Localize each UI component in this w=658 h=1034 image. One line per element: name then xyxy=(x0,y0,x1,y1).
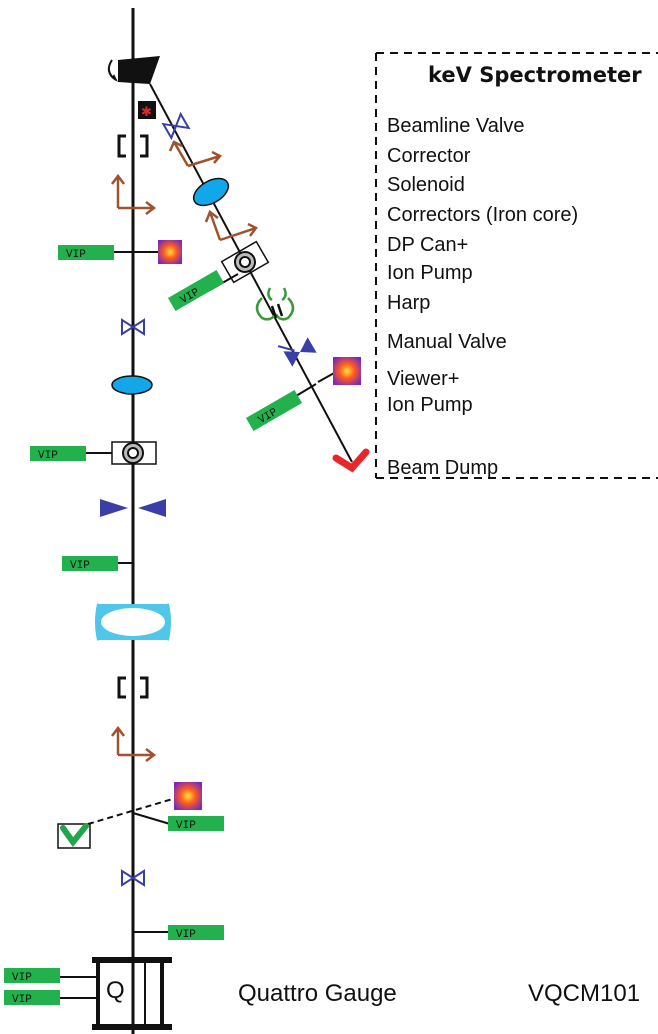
vip-tag-diag-2: VIP xyxy=(246,390,302,431)
vip-label: VIP xyxy=(176,929,196,941)
lower-dump-box xyxy=(57,823,91,849)
viewer-icon-2 xyxy=(333,357,361,385)
main-manual-valve-icon xyxy=(100,499,166,517)
diag-ion-pump-icon xyxy=(220,240,270,284)
legend-item-ion-pump: Ion Pump xyxy=(387,262,473,284)
legend-item-viewer: Viewer+ xyxy=(387,368,459,390)
diag-solenoid-icon xyxy=(192,177,230,207)
beam-dump-icon xyxy=(332,448,370,473)
quattro-gauge: Q xyxy=(92,957,172,1030)
iron-core-corrector-icon xyxy=(92,603,174,641)
lower-dump-check-icon xyxy=(60,823,89,847)
diag-beamline-valve-icon xyxy=(161,111,191,141)
corrector-bracket-icon-2 xyxy=(117,676,149,699)
vip-tag-5: VIP xyxy=(168,925,224,941)
corrector-arrows-icon-3 xyxy=(204,210,258,242)
legend-title: keV Spectrometer xyxy=(428,63,642,87)
svg-text:✱: ✱ xyxy=(141,105,152,120)
corrector-arrows-icon-4 xyxy=(111,725,157,762)
vip-label: VIP xyxy=(176,820,196,832)
legend-item-correctors-iron: Correctors (Iron core) xyxy=(387,204,578,226)
quattro-label: Quattro Gauge xyxy=(238,980,397,1007)
legend-box: keV Spectrometer Beamline Valve Correcto… xyxy=(375,52,658,479)
legend-item-beamline-valve: Beamline Valve xyxy=(387,115,524,137)
vip-tag-1: VIP xyxy=(58,245,114,261)
harp-marker-icon xyxy=(138,101,156,119)
vip-tag-3: VIP xyxy=(62,556,118,572)
diag-manual-valve-icon xyxy=(277,337,317,367)
quattro-letter: Q xyxy=(106,977,125,1004)
corrector-bracket-icon-1 xyxy=(117,134,149,158)
main-beamline-valve-icon-1 xyxy=(121,318,145,336)
vip-tag-7: VIP xyxy=(4,990,60,1006)
vip-tag-6: VIP xyxy=(4,968,60,984)
dipole-magnet-icon xyxy=(118,56,160,84)
vip-label: VIP xyxy=(66,249,86,261)
legend-item-solenoid: Solenoid xyxy=(387,174,465,196)
main-beamline-valve-icon-2 xyxy=(121,869,145,887)
corrector-arrows-icon-2 xyxy=(168,140,222,168)
vip-label: VIP xyxy=(12,972,32,984)
vip-label: VIP xyxy=(38,450,58,462)
corrector-arrows-icon-1 xyxy=(111,173,157,215)
vip-label: VIP xyxy=(12,994,32,1006)
viewer-icon-3 xyxy=(174,782,202,810)
legend-item-harp: Harp xyxy=(387,292,430,314)
main-solenoid-icon xyxy=(111,375,153,395)
viewer-icon-1 xyxy=(158,240,182,264)
legend-item-dp-can: DP Can+ xyxy=(387,234,468,256)
quattro-code: VQCM101 xyxy=(528,980,640,1007)
legend-item-beam-dump: Beam Dump xyxy=(387,457,498,479)
lower-branch-dashed xyxy=(87,797,177,825)
harp-icon xyxy=(255,287,295,321)
legend-item-manual-valve: Manual Valve xyxy=(387,331,507,353)
vip-tag-2: VIP xyxy=(30,446,86,462)
legend-item-ion-pump-2: Ion Pump xyxy=(387,394,473,416)
vip-label: VIP xyxy=(70,560,90,572)
vip-tag-diag-1: VIP xyxy=(168,270,224,311)
vip-tag-4: VIP xyxy=(168,816,224,832)
legend-item-correctors: Corrector xyxy=(387,145,471,167)
